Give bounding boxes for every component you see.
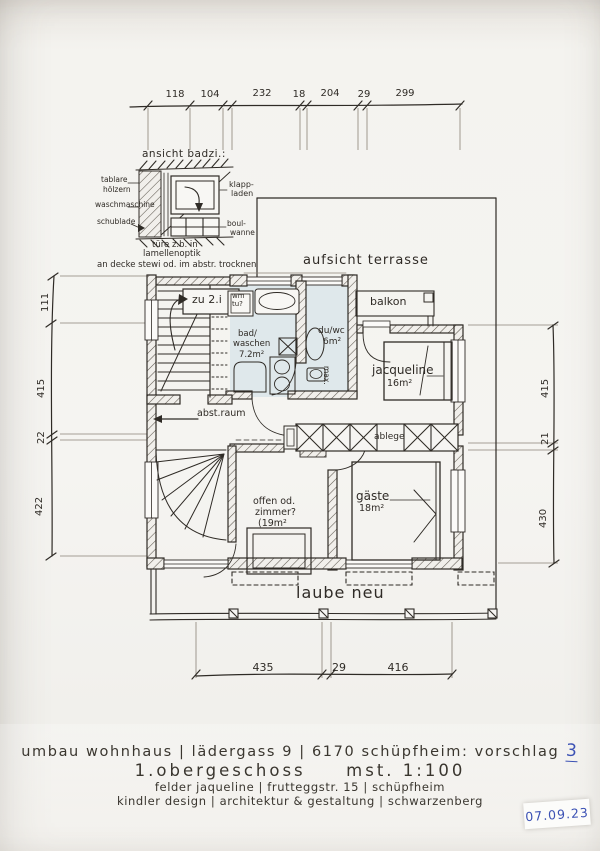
room-open-label-2: zimmer? — [255, 507, 296, 518]
title-line-1-text: umbau wohnhaus | lädergass 9 | 6170 schü… — [21, 744, 560, 760]
dim-top-4: 18 — [292, 89, 306, 100]
extension-lines — [60, 108, 558, 678]
bath-label-1: bad/ — [238, 329, 257, 339]
detail-label-bench-2: wanne — [230, 228, 255, 237]
title-block-background — [0, 724, 600, 851]
stairs-up-label: zu 2.i — [192, 293, 222, 306]
dim-right-3: 430 — [538, 508, 549, 528]
wardrobe-label: ablege — [374, 432, 405, 442]
terrace-label: aufsicht terrasse — [303, 253, 429, 268]
detail-title: ansicht badzi.: — [142, 148, 226, 160]
dim-left-4: 422 — [34, 496, 45, 516]
bath-label-2: waschen — [233, 339, 271, 349]
room-guest-label: gäste — [356, 489, 390, 503]
dim-left-3: 22 — [36, 431, 47, 444]
title-line-2-right: mst. 1:100 — [346, 761, 466, 780]
dim-top-2: 104 — [200, 89, 220, 100]
bath-area-label: 7.2m² — [239, 350, 265, 360]
wardrobe-row — [283, 423, 459, 458]
staircase-lower — [155, 445, 237, 578]
detail-label-bench-1: boul- — [227, 219, 246, 228]
dimension-chains — [45, 100, 560, 680]
porch-laube — [149, 566, 498, 621]
balcony-detail-sketch — [127, 158, 234, 248]
detail-note-door-1: türe z.b. in — [152, 240, 198, 250]
detail-label-shutter-1: klapp- — [229, 180, 254, 189]
dim-bottom-1: 435 — [252, 661, 274, 674]
terrace-outline — [256, 197, 497, 615]
title-line-2: 1.obergeschoss mst. 1:100 — [0, 761, 600, 780]
room-jacqueline-area: 16m² — [387, 378, 413, 389]
room-open-label-1: offen od. — [253, 496, 296, 507]
detail-label-shelves-2: hölzern — [103, 185, 131, 194]
dim-right-1: 415 — [540, 378, 551, 398]
max-label: max. — [322, 366, 331, 385]
proposal-number: 3 — [565, 740, 580, 763]
balcony-label: balkon — [370, 295, 407, 308]
dim-left-2: 415 — [36, 378, 47, 398]
date-stamp: 07.09.23 — [523, 798, 591, 830]
dim-top-1: 118 — [165, 89, 185, 100]
detail-label-shutter-2: laden — [231, 189, 254, 198]
fixtures-furniture — [227, 288, 453, 575]
dim-top-3: 232 — [252, 88, 272, 99]
shower-wc-label: du/wc — [318, 326, 345, 336]
title-line-3: felder jaqueline | frutteggstr. 15 | sch… — [154, 780, 446, 794]
detail-note-ceiling: an decke stewi od. im abstr. trocknen — [97, 260, 257, 270]
detail-note-door-2: lamellenoptik — [143, 249, 201, 259]
dim-top-5: 204 — [320, 88, 340, 99]
title-line-2-left: 1.obergeschoss — [134, 761, 306, 780]
title-line-1: umbau wohnhaus | lädergass 9 | 6170 schü… — [0, 740, 600, 763]
shower-wc-area-label: 6m² — [323, 337, 342, 347]
wm-label-2: tu? — [232, 300, 243, 308]
wm-label-1: wm — [232, 292, 245, 300]
porch-label: laube neu — [296, 583, 385, 602]
detail-label-shelves-1: tablare — [101, 175, 128, 184]
room-open-area: (19m² — [258, 518, 287, 529]
dim-left-1: 111 — [40, 292, 51, 312]
date-stamp-text: 07.09.23 — [524, 804, 590, 824]
room-guest-area: 18m² — [359, 503, 385, 514]
dim-top-6: 29 — [357, 89, 371, 100]
detail-label-drawer: schublade — [97, 217, 136, 226]
detail-label-washing-machine: waschmaschine — [95, 200, 155, 209]
storage-room-label: abst.raum — [197, 408, 246, 419]
dim-top-7: 299 — [395, 88, 415, 99]
dim-right-2: 21 — [540, 432, 551, 445]
room-jacqueline-label: jacqueline — [372, 363, 434, 377]
dim-bottom-3: 416 — [387, 661, 409, 674]
dim-bottom-2: 29 — [332, 661, 346, 674]
title-line-4: kindler design | architektur & gestaltun… — [116, 794, 484, 808]
